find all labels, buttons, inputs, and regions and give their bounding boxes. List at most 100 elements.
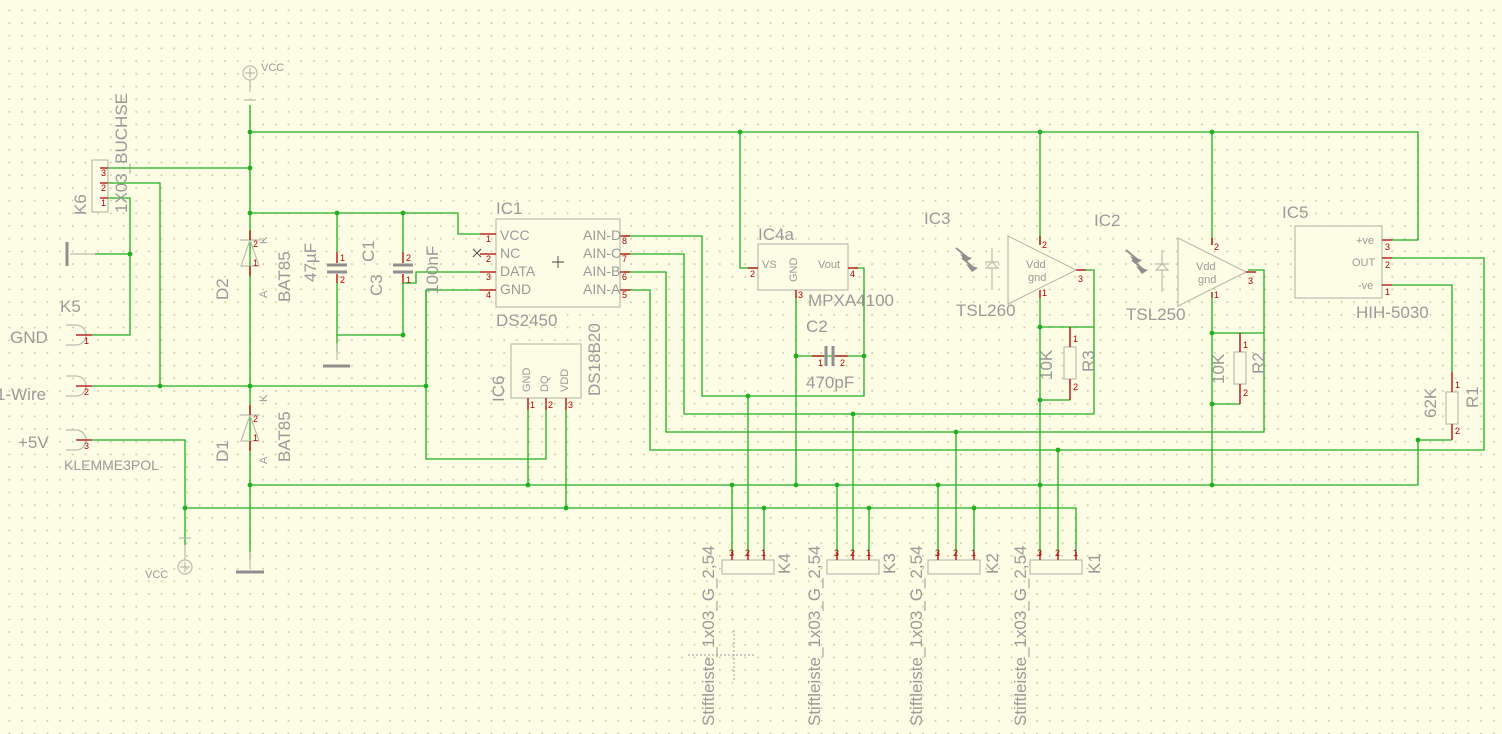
diode-d1[interactable]: 2 1 K A D1 BAT85 xyxy=(213,394,294,464)
svg-text:2: 2 xyxy=(953,548,958,558)
svg-text:1: 1 xyxy=(1073,548,1078,558)
svg-text:1: 1 xyxy=(1243,340,1248,350)
svg-text:1: 1 xyxy=(1385,287,1390,297)
svg-text:2: 2 xyxy=(84,387,89,397)
k5-pin-1wire-label: 1-Wire xyxy=(0,385,46,404)
connector-k5[interactable]: K5 1 2 3 GND 1-Wire +5V KLEMME3POL xyxy=(0,297,159,473)
ic3-tsl260[interactable]: 2 1 3 Vdd gnd IC3 TSL260 xyxy=(924,209,1086,320)
svg-text:1: 1 xyxy=(486,234,491,244)
svg-text:3: 3 xyxy=(568,400,573,410)
svg-text:2: 2 xyxy=(1214,242,1219,252)
r3-name: R3 xyxy=(1079,350,1098,372)
ic3-name: IC3 xyxy=(924,209,950,228)
ic5-hih5030[interactable]: 3 2 1 +ve OUT -ve IC5 HIH-5030 xyxy=(1282,203,1429,322)
ic5-pin-plus-ve: +ve xyxy=(1356,235,1374,247)
ic4a-value: MPXA4100 xyxy=(808,291,894,310)
d1-value: BAT85 xyxy=(275,411,294,462)
ic4a-pin-vout: Vout xyxy=(818,259,840,271)
c3-value: 100nF xyxy=(423,246,442,294)
ic1-pin-ain-a: AIN-A xyxy=(583,281,621,297)
svg-text:1: 1 xyxy=(406,275,411,285)
svg-text:1: 1 xyxy=(761,548,766,558)
k2-value: Stiftleiste_1x03_G_2,54 xyxy=(907,545,926,726)
svg-text:2: 2 xyxy=(1042,240,1047,250)
svg-text:2: 2 xyxy=(548,400,553,410)
connector-k3[interactable]: 3 2 1 K3 Stiftleiste_1x03_G_2,54 xyxy=(805,545,899,726)
svg-text:6: 6 xyxy=(622,272,627,282)
svg-text:2: 2 xyxy=(1073,382,1078,392)
ic1-value: DS2450 xyxy=(496,311,557,330)
svg-text:2: 2 xyxy=(253,414,258,424)
connector-k2[interactable]: 3 2 1 K2 Stiftleiste_1x03_G_2,54 xyxy=(907,545,1002,726)
ic1-ds2450[interactable]: 1 2 3 4 8 7 6 5 VCC NC DATA GND AIN-D AI… xyxy=(472,199,630,330)
r2-name: R2 xyxy=(1249,352,1268,374)
ic1-pin-gnd: GND xyxy=(500,281,531,297)
connector-k4[interactable]: 3 2 1 K4 Stiftleiste_1x03_G_2,54 xyxy=(699,545,794,726)
c2-value: 470pF xyxy=(806,373,854,392)
svg-text:2: 2 xyxy=(850,548,855,558)
ic1-pin-ain-b: AIN-B xyxy=(583,263,620,279)
capacitor-c3[interactable]: 2 1 C3 100nF xyxy=(367,246,442,296)
gnd-symbol-bottom xyxy=(236,552,264,574)
svg-text:3: 3 xyxy=(101,168,106,178)
ic5-name: IC5 xyxy=(1282,203,1308,222)
ic1-pin-nc: NC xyxy=(500,245,520,261)
vcc-bottom-symbol[interactable]: VCC xyxy=(145,537,193,581)
connector-k1[interactable]: 3 2 1 K1 Stiftleiste_1x03_G_2,54 xyxy=(1011,545,1104,726)
d2-name: D2 xyxy=(213,278,232,300)
svg-text:1: 1 xyxy=(530,400,535,410)
ic1-pin-data: DATA xyxy=(500,263,536,279)
svg-text:A: A xyxy=(258,290,270,298)
svg-text:2: 2 xyxy=(745,548,750,558)
svg-text:8: 8 xyxy=(622,236,627,246)
junctions xyxy=(127,129,1421,511)
k1-value: Stiftleiste_1x03_G_2,54 xyxy=(1011,545,1030,726)
svg-text:1: 1 xyxy=(253,258,258,268)
k6-name: K6 xyxy=(71,194,90,215)
vcc-top-symbol[interactable]: VCC xyxy=(242,62,284,101)
ic6-pin-gnd: GND xyxy=(521,368,533,393)
svg-text:1: 1 xyxy=(1455,380,1460,390)
ic3-pin-vdd: Vdd xyxy=(1026,259,1046,271)
svg-text:3: 3 xyxy=(935,548,940,558)
svg-text:1: 1 xyxy=(253,433,258,443)
ic2-tsl250[interactable]: 2 1 3 Vdd gnd IC2 TSL250 xyxy=(1094,211,1256,324)
ic4a-mpxa4100[interactable]: 2 3 4 VS GND Vout IC4a MPXA4100 xyxy=(748,225,894,310)
r1-value: 62K xyxy=(1421,387,1440,418)
ic6-ds18b20[interactable]: 1 2 3 GND DQ VDD IC6 DS18B20 xyxy=(489,323,604,410)
svg-text:3: 3 xyxy=(729,548,734,558)
c1-name: C1 xyxy=(359,240,378,262)
capacitor-c2[interactable]: 1 2 C2 470pF xyxy=(806,317,854,392)
ic3-value: TSL260 xyxy=(956,301,1016,320)
k5-pin-gnd-label: GND xyxy=(10,328,48,347)
svg-text:2: 2 xyxy=(340,275,345,285)
gnd-symbol-caps xyxy=(323,343,350,368)
svg-text:3: 3 xyxy=(1385,242,1390,252)
resistor-r3[interactable]: 1 2 10K R3 xyxy=(1037,327,1098,400)
c2-name: C2 xyxy=(806,317,828,336)
resistor-r1[interactable]: 1 2 62K R1 xyxy=(1421,372,1482,440)
c3-name: C3 xyxy=(367,274,386,296)
k3-name: K3 xyxy=(880,553,899,574)
ic6-name: IC6 xyxy=(489,376,508,402)
svg-text:A: A xyxy=(258,456,270,464)
ic6-pin-vdd: VDD xyxy=(559,369,571,392)
svg-text:3: 3 xyxy=(798,290,803,300)
diode-d2[interactable]: 2 1 K A D2 BAT85 xyxy=(213,230,294,302)
svg-text:5: 5 xyxy=(622,290,627,300)
capacitor-c1[interactable]: 1 2 47µF C1 xyxy=(301,240,378,285)
svg-text:3: 3 xyxy=(1078,274,1083,284)
svg-text:2: 2 xyxy=(840,358,845,368)
k5-pin-5v-label: +5V xyxy=(18,433,49,452)
connector-k6[interactable]: 3 2 1 K6 1X03_BUCHSE xyxy=(71,93,131,215)
crosshair-cursor-icon xyxy=(688,630,756,680)
resistor-r2[interactable]: 1 2 10K R2 xyxy=(1209,333,1268,404)
ic2-value: TSL250 xyxy=(1126,305,1186,324)
svg-text:1: 1 xyxy=(971,548,976,558)
ic1-pin-vcc: VCC xyxy=(500,227,530,243)
svg-text:3: 3 xyxy=(1037,548,1042,558)
svg-text:1: 1 xyxy=(1073,334,1078,344)
svg-text:2: 2 xyxy=(253,239,258,249)
svg-text:2: 2 xyxy=(1243,388,1248,398)
